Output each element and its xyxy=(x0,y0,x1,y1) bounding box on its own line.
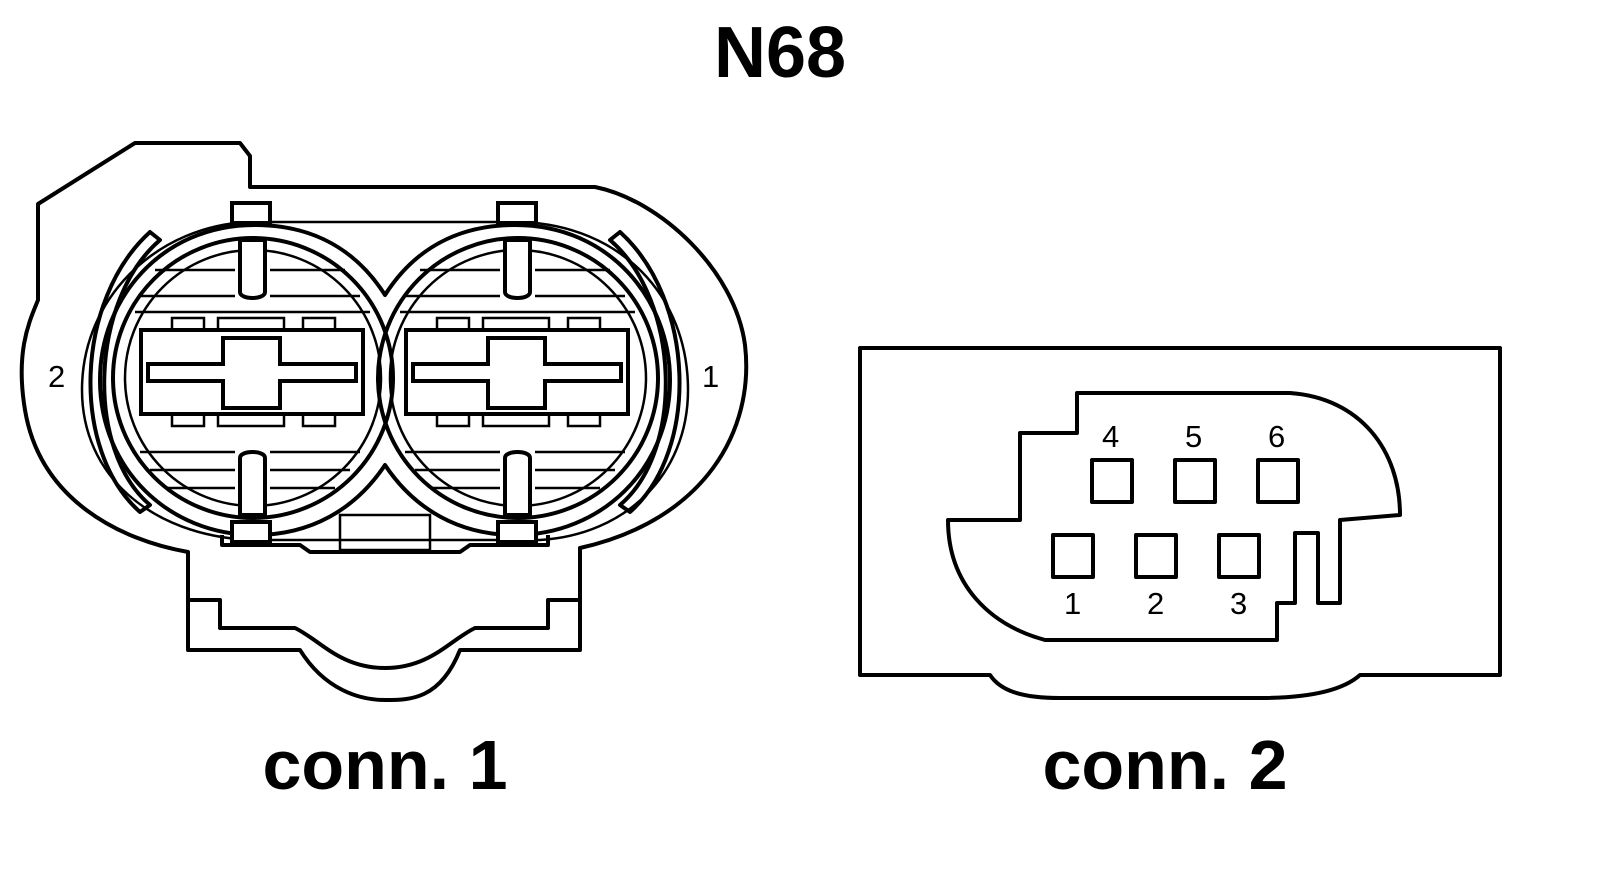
connector-2-pin-6 xyxy=(1256,458,1300,504)
connector-2-pin-3-label: 3 xyxy=(1230,586,1247,621)
connector-2: 4 5 6 1 2 3 xyxy=(858,346,1502,700)
connector-2-pin-2-label: 2 xyxy=(1147,586,1164,621)
connector-2-housing xyxy=(858,346,1502,700)
connector-2-pin-6-label: 6 xyxy=(1268,419,1285,454)
connector-1: 2 1 xyxy=(19,141,749,702)
connector-2-pin-5 xyxy=(1173,458,1217,504)
diagram-title: N68 xyxy=(713,13,847,93)
connector-1-pin-1-label: 1 xyxy=(702,359,719,394)
connector-1-ribs-left xyxy=(135,268,370,490)
connector-1-housing xyxy=(19,141,749,702)
connector-2-pin-3 xyxy=(1217,533,1261,579)
connector-2-caption: conn. 2 xyxy=(1042,726,1288,804)
connector-1-ribs-right xyxy=(400,268,635,490)
connector-1-terminal-right xyxy=(404,328,630,416)
connector-2-pin-4-label: 4 xyxy=(1102,419,1119,454)
connector-2-face xyxy=(946,391,1402,642)
connector-2-pin-4 xyxy=(1090,458,1134,504)
connector-1-caption: conn. 1 xyxy=(262,726,508,804)
connector-2-pin-2 xyxy=(1134,533,1178,579)
connector-1-pin-2-label: 2 xyxy=(48,359,65,394)
connector-2-pin-1 xyxy=(1051,533,1095,579)
connector-2-pin-1-label: 1 xyxy=(1064,586,1081,621)
connector-1-terminal-left xyxy=(139,328,365,416)
connector-2-pin-5-label: 5 xyxy=(1185,419,1202,454)
